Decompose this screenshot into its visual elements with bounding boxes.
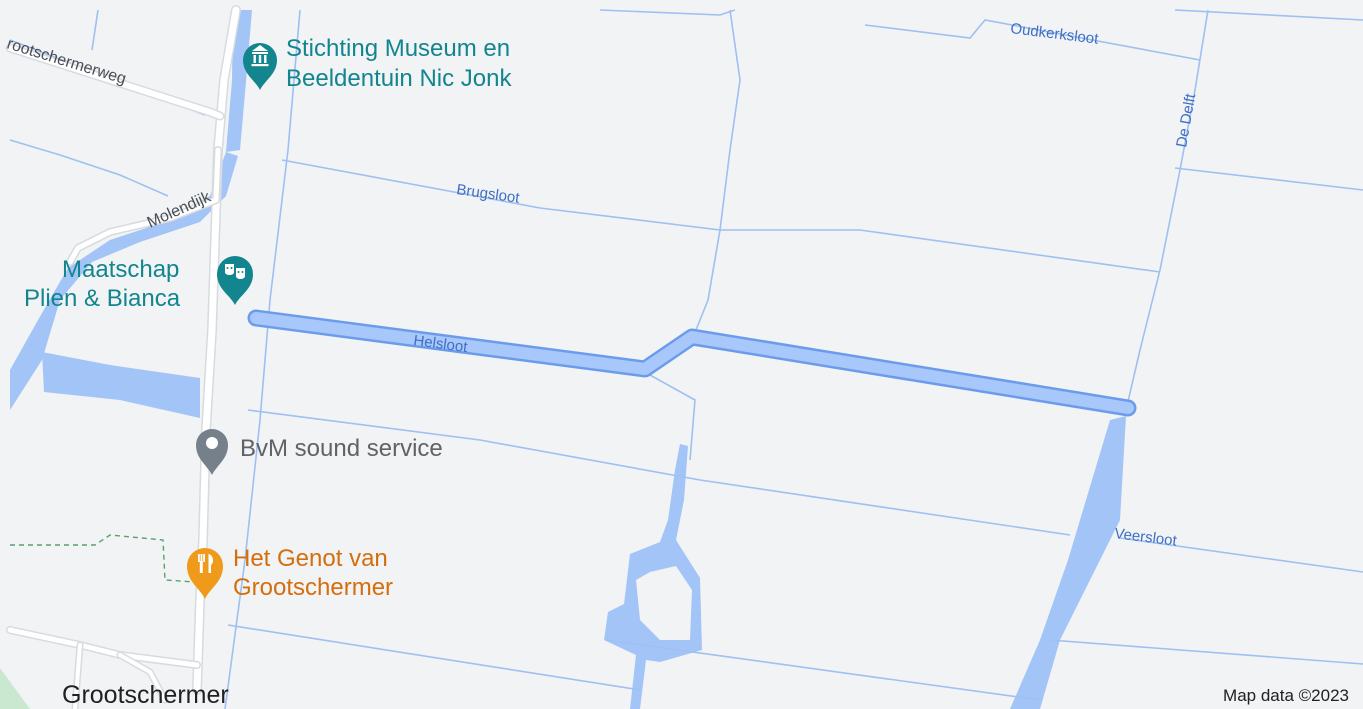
park-area [0,668,30,709]
poi-restaurant-line1: Het Genot van [233,545,388,572]
poi-theatre-line1: Maatschap [62,256,179,283]
location-pin-icon [196,429,228,475]
theater-masks-icon [217,256,253,305]
town-label: Grootschermer [62,681,229,709]
poi-sound-service[interactable]: BvM sound service [196,429,443,475]
poi-restaurant[interactable]: Het Genot van Grootschermer [187,545,393,601]
map-attribution: Map data ©2023 [1223,686,1349,705]
poi-museum-line1: Stichting Museum en [286,35,510,62]
restaurant-icon [187,548,223,599]
helsloot-highlight[interactable] [247,309,1137,417]
pond-west [42,352,200,418]
poi-theatre[interactable]: Maatschap Plien & Bianca [24,256,253,312]
poi-museum[interactable]: Stichting Museum en Beeldentuin Nic Jonk [243,35,512,92]
walking-trail [10,534,196,583]
poi-restaurant-line2: Grootschermer [233,574,393,601]
poi-museum-line2: Beeldentuin Nic Jonk [286,65,512,92]
poi-theatre-line2: Plien & Bianca [24,285,181,312]
poi-sound-service-line1: BvM sound service [240,435,443,462]
de-delft-wide [1010,416,1126,709]
museum-icon [243,43,277,90]
